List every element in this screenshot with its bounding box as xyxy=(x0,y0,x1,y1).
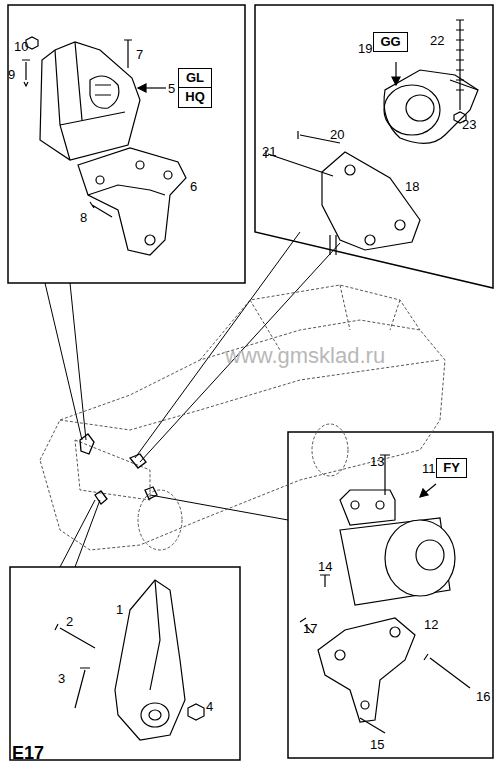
panel xyxy=(8,5,245,283)
variant-code: GG xyxy=(374,33,407,51)
bolt xyxy=(424,654,470,688)
callout-number: 4 xyxy=(206,700,213,713)
figure-code: E17 xyxy=(12,744,44,762)
watermark: www.gmsklad.ru xyxy=(225,345,385,367)
callout-number: 19 xyxy=(358,42,372,55)
callout-number: 16 xyxy=(476,690,490,703)
mount-11 xyxy=(340,490,455,605)
bracket-18 xyxy=(322,152,420,255)
reference-arrows xyxy=(138,62,436,497)
bolt xyxy=(22,60,30,86)
mount-19 xyxy=(384,70,478,143)
bolt xyxy=(124,40,132,68)
bracket-6 xyxy=(78,148,186,255)
bolt xyxy=(320,575,330,587)
callout-number: 11 xyxy=(422,462,436,475)
callout-number: 10 xyxy=(14,40,28,53)
callout-number: 14 xyxy=(318,560,332,573)
callout-number: 1 xyxy=(116,603,123,616)
callout-number: 3 xyxy=(58,672,65,685)
bolt xyxy=(90,202,112,217)
code-box: GG xyxy=(373,32,408,52)
variant-code: HQ xyxy=(179,87,211,106)
bolt xyxy=(75,668,90,708)
callout-number: 17 xyxy=(303,622,317,635)
code-box: FY xyxy=(436,458,467,478)
variant-code: FY xyxy=(437,459,466,477)
panel xyxy=(288,432,493,758)
bracket-12 xyxy=(318,618,415,722)
callout-number: 9 xyxy=(8,68,15,81)
car-outline xyxy=(40,285,445,550)
callout-number: 22 xyxy=(430,34,444,47)
bolt xyxy=(360,718,385,733)
leader-lines xyxy=(45,232,340,567)
callout-number: 2 xyxy=(66,615,73,628)
callout-number: 21 xyxy=(262,145,276,158)
callout-number: 18 xyxy=(405,180,419,193)
callout-number: 20 xyxy=(330,128,344,141)
callout-number: 8 xyxy=(80,211,87,224)
panel xyxy=(10,567,240,760)
code-box: GLHQ xyxy=(178,68,212,108)
variant-code: GL xyxy=(179,69,211,87)
mount-1 xyxy=(115,580,185,740)
stud xyxy=(456,20,464,110)
callout-number: 7 xyxy=(136,48,143,61)
nut xyxy=(188,704,204,720)
callout-number: 5 xyxy=(168,82,175,95)
callout-number: 6 xyxy=(190,180,197,193)
callout-number: 23 xyxy=(462,118,476,131)
callout-number: 13 xyxy=(370,455,384,468)
bolt xyxy=(55,624,95,648)
callout-number: 12 xyxy=(424,618,438,631)
engine-mounts-on-car xyxy=(80,434,157,504)
mount-5 xyxy=(40,42,140,160)
callout-number: 15 xyxy=(370,738,384,751)
